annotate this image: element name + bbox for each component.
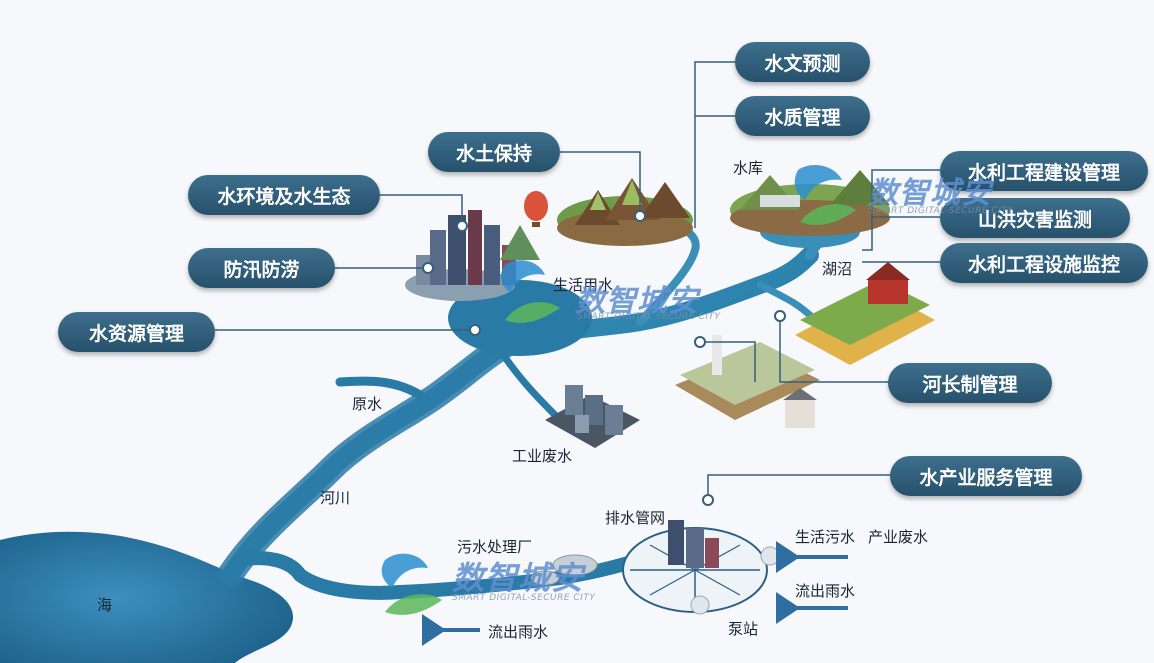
tag-facility-monitoring[interactable]: 水利工程设施监控 — [940, 243, 1148, 283]
label-reservoir: 水库 — [733, 159, 764, 177]
tag-river-chief[interactable]: 河长制管理 — [888, 363, 1052, 403]
watermark-title-3: 数智城安 — [868, 176, 992, 211]
drainage-platform — [622, 520, 780, 615]
tag-soil-conservation[interactable]: 水土保持 — [428, 132, 560, 172]
tag-project-construction[interactable]: 水利工程建设管理 — [940, 151, 1148, 191]
tag-hydro-forecast[interactable]: 水文预测 — [735, 42, 870, 82]
tag-flood-prevention[interactable]: 防汛防涝 — [188, 248, 335, 288]
industrial-plant — [545, 385, 640, 448]
label-pump-station: 泵站 — [728, 620, 759, 638]
watermark-logo-1 — [500, 260, 560, 323]
connector-dots — [422, 210, 786, 506]
label-domestic-sewage: 生活污水 — [795, 528, 856, 546]
label-industrial-wastewater: 产业废水 — [868, 528, 929, 546]
tag-industry-service[interactable]: 水产业服务管理 — [890, 456, 1082, 496]
watermark-logo-3 — [794, 165, 856, 225]
sea-shape — [0, 531, 294, 663]
river-branch-lake — [756, 281, 819, 324]
watermark-subtitle-2: SMART DIGITAL-SECURE CITY — [452, 593, 596, 603]
village-area — [675, 335, 820, 428]
label-lake: 湖沼 — [822, 260, 853, 278]
watermark-title-1: 数智城安 — [575, 284, 699, 319]
label-drainage-network: 排水管网 — [605, 509, 666, 527]
watermark-logo-2 — [381, 553, 442, 615]
sewage-plant — [530, 554, 598, 586]
balloon-icon — [524, 191, 548, 227]
label-rainwater-outflow-left: 流出雨水 — [488, 623, 549, 641]
tag-environment-ecology[interactable]: 水环境及水生态 — [188, 175, 380, 215]
label-rainwater-outflow-right: 流出雨水 — [795, 582, 856, 600]
label-industrial-wastewater-area: 工业废水 — [512, 447, 573, 465]
label-sewage-plant: 污水处理厂 — [457, 538, 533, 556]
watermark-title-2: 数智城安 — [452, 559, 585, 597]
label-river: 河川 — [320, 489, 351, 507]
label-domestic-water: 生活用水 — [553, 276, 614, 294]
tag-water-resources[interactable]: 水资源管理 — [58, 312, 215, 352]
label-sea: 海 — [97, 596, 113, 614]
mountain-island — [557, 178, 693, 246]
label-raw-water: 原水 — [352, 395, 383, 413]
tag-flash-flood[interactable]: 山洪灾害监测 — [940, 198, 1130, 238]
connector-lines — [215, 61, 940, 500]
farm-area — [795, 262, 935, 365]
flow-arrows — [422, 541, 848, 646]
tag-water-quality[interactable]: 水质管理 — [735, 96, 870, 136]
watermark-subtitle-3: SMART DIGITAL-SECURE CITY — [870, 206, 1014, 216]
watermark-subtitle-1: SMART DIGITAL-SECURE CITY — [577, 312, 721, 322]
river-branch-raw — [335, 376, 425, 400]
river-branch-industry — [496, 346, 564, 424]
